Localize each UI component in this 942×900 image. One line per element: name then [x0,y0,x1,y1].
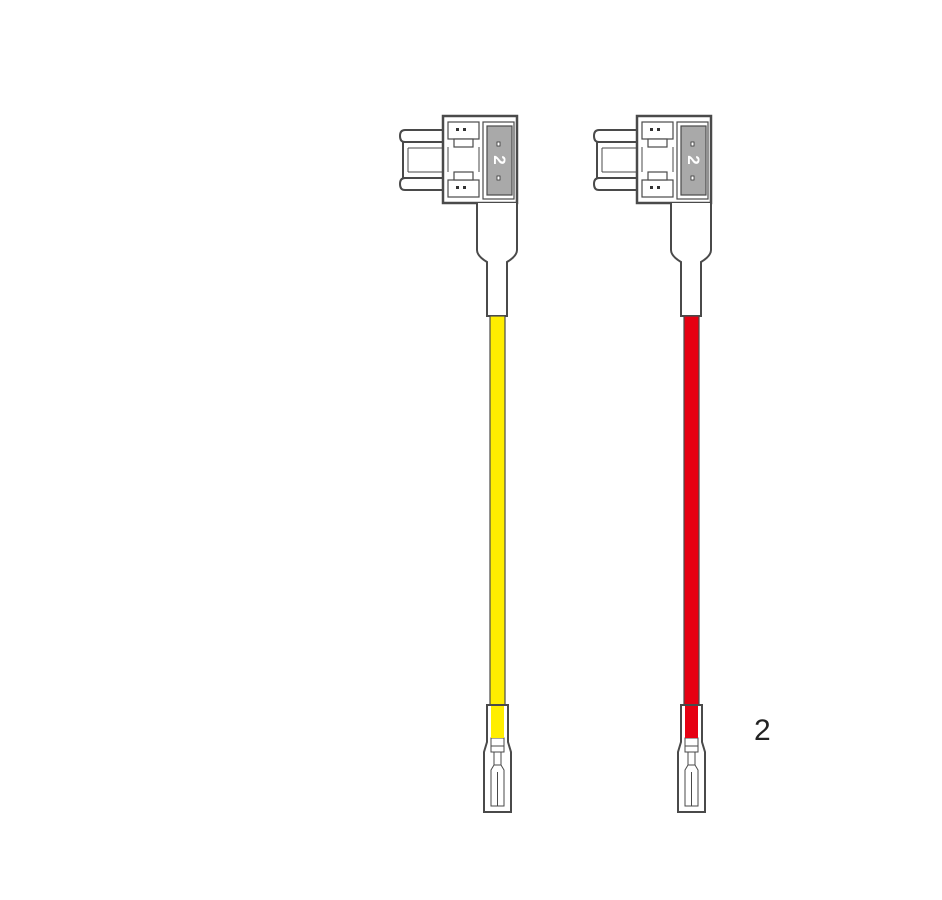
fuse-rating-label: 2 [684,155,703,164]
fuse-rating-label: 2 [490,155,509,164]
yellow-wire [489,315,506,739]
fuse-tap-red: 2 [592,114,713,813]
red-wire [683,315,700,739]
callout-number: 2 [754,714,771,747]
fuse-tap-yellow: 2 [398,114,519,813]
